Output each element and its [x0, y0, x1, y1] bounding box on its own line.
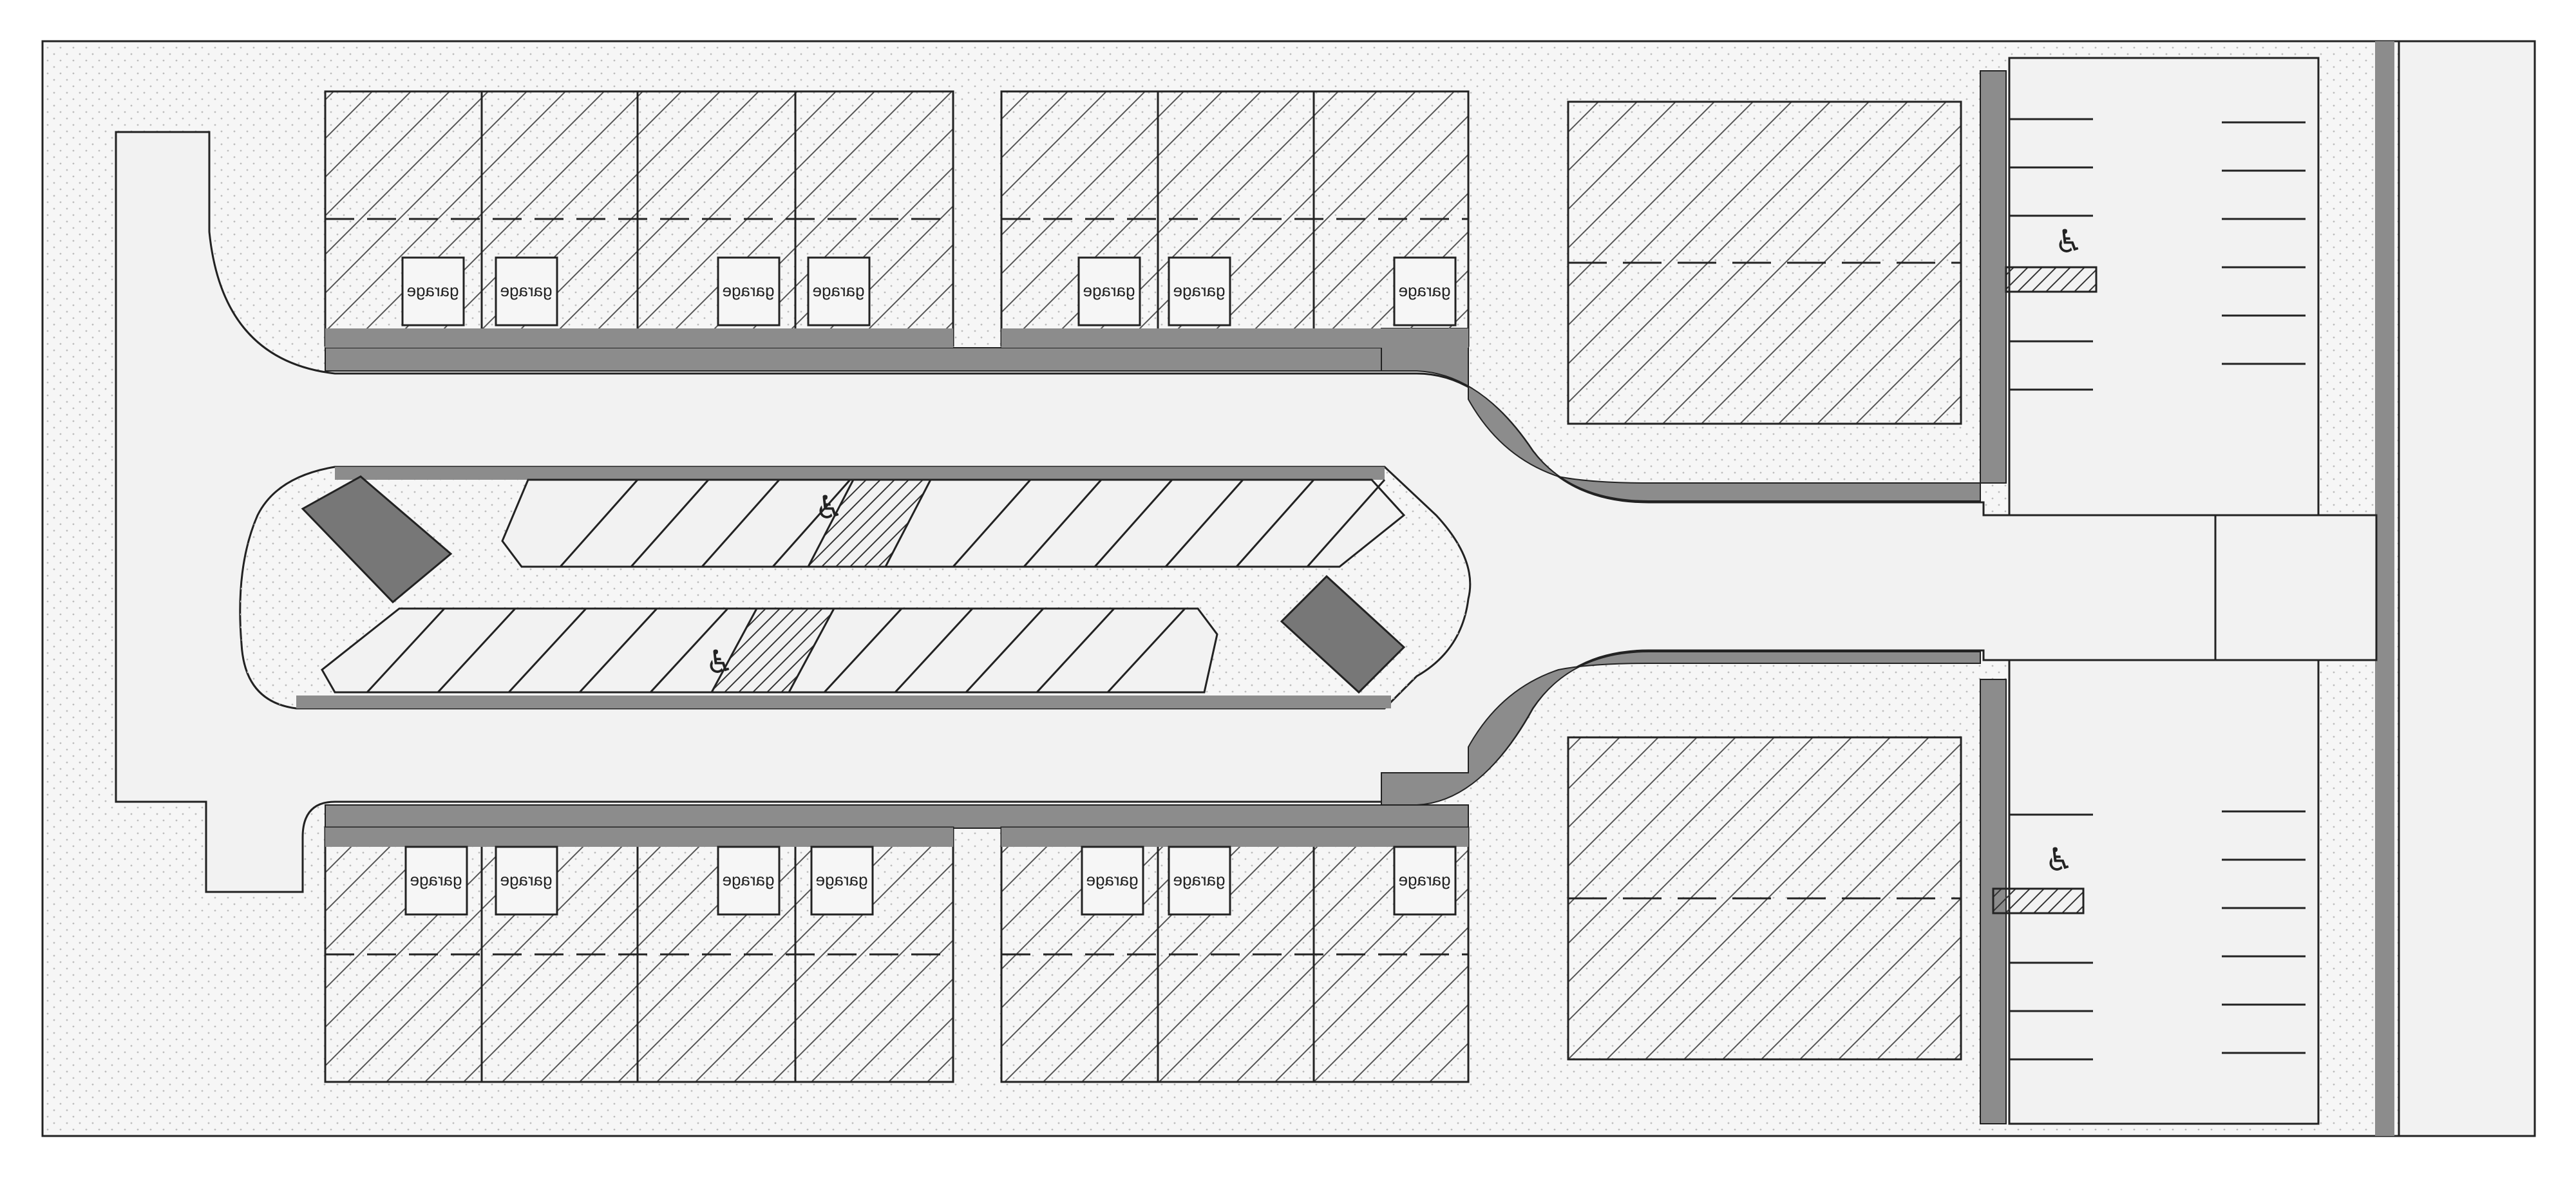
garage-label: garage — [1083, 281, 1135, 300]
garage-label: garage — [816, 870, 868, 889]
garage-label: garage — [1173, 281, 1226, 300]
sidewalks — [325, 70, 2007, 1124]
road-to-street — [2214, 514, 2378, 661]
garage-label: garage — [1086, 870, 1139, 889]
garage-north-4: garage — [807, 256, 871, 327]
garage-label: garage — [723, 281, 775, 300]
garage-north-1: garage — [401, 256, 465, 327]
parking-stalls-right — [2009, 118, 2306, 1061]
garage-south-1: garage — [404, 846, 468, 916]
townhouses-south-east — [1000, 826, 1470, 1083]
building-south — [1567, 736, 1962, 1061]
garage-label: garage — [500, 870, 553, 889]
garage-label: garage — [723, 870, 775, 889]
garage-north-6: garage — [1168, 256, 1231, 327]
wheelchair-icon: ♿ — [2054, 223, 2083, 260]
wheelchair-icon: ♿ — [705, 643, 734, 681]
garage-south-3: garage — [717, 846, 781, 916]
garage-south-4: garage — [810, 846, 874, 916]
garage-north-3: garage — [717, 256, 781, 327]
island-parking-south — [321, 607, 1218, 694]
garage-north-2: garage — [495, 256, 558, 327]
garage-label: garage — [407, 281, 459, 300]
street-curb — [2375, 41, 2394, 1136]
garage-north-5: garage — [1077, 256, 1141, 327]
garage-label: garage — [1173, 870, 1226, 889]
building-north — [1567, 100, 1962, 425]
garage-south-2: garage — [495, 846, 558, 916]
wheelchair-icon: ♿ — [2045, 841, 2074, 878]
wheelchair-icon: ♿ — [815, 489, 844, 526]
garage-south-6: garage — [1168, 846, 1231, 916]
garage-north-7: garage — [1393, 256, 1457, 327]
dumpster-pad-west — [301, 475, 453, 604]
garage-labels: garage garage garage garage garage garag… — [401, 256, 1457, 916]
garage-label: garage — [1399, 870, 1451, 889]
garage-label: garage — [1399, 281, 1451, 300]
garage-south-5: garage — [1081, 846, 1144, 916]
garage-label: garage — [813, 281, 865, 300]
accessible-aisle-south — [1992, 887, 2085, 914]
island-parking-north — [501, 478, 1406, 568]
accessible-aisle-north — [2005, 266, 2098, 293]
garage-south-7: garage — [1393, 846, 1457, 916]
garage-label: garage — [500, 281, 553, 300]
dumpster-pad-east — [1280, 574, 1406, 694]
garage-label: garage — [410, 870, 462, 889]
street-strip — [2398, 40, 2536, 1137]
